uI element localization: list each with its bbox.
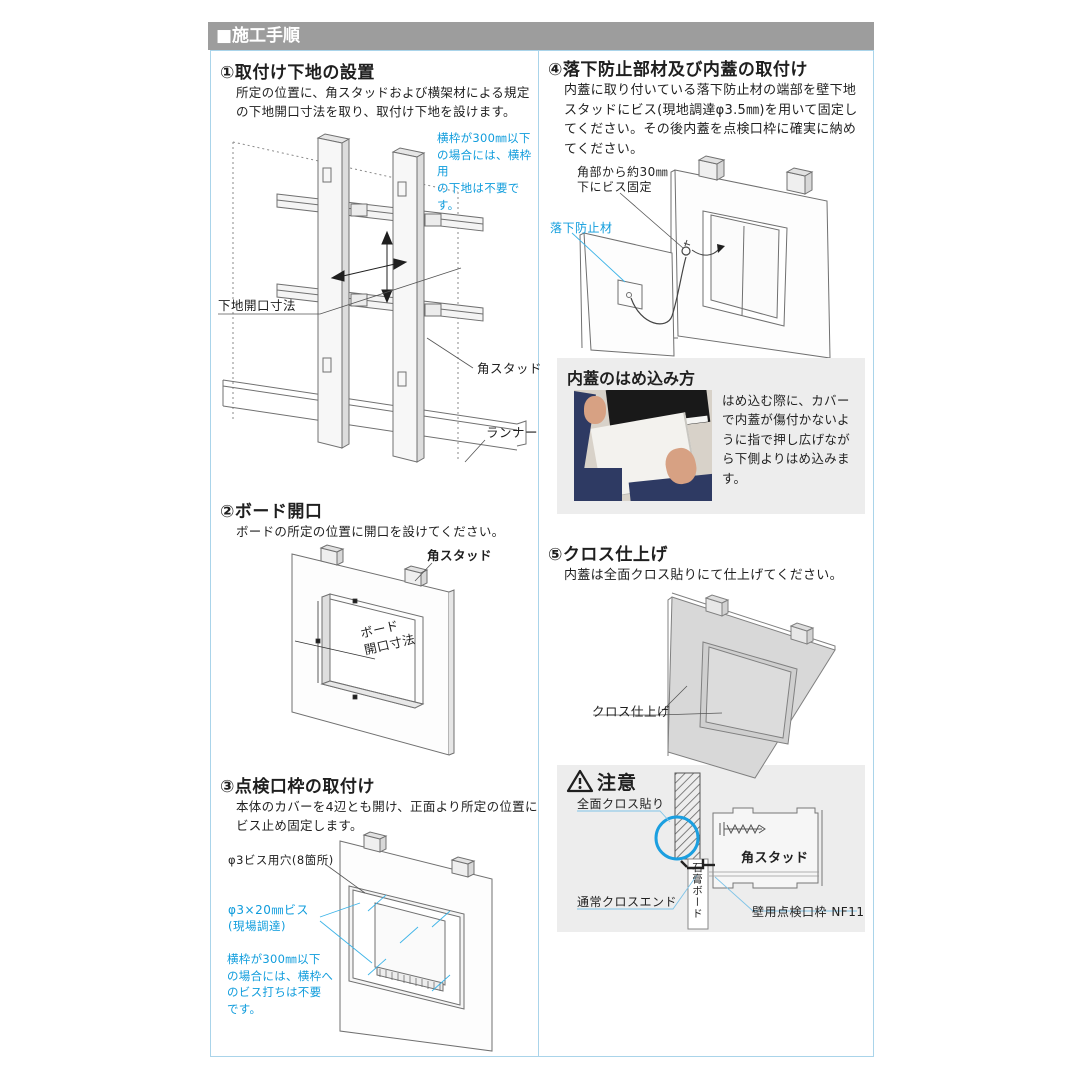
step5-body: 内蓋は全面クロス貼りにて仕上げてください。 [564, 568, 843, 583]
fitting-title: 内蓋のはめ込み方 [567, 369, 696, 388]
leader-lines [218, 267, 486, 463]
photo-bottom-arm [574, 468, 622, 501]
fall-prevention-wire [630, 239, 725, 325]
label-leaders [319, 863, 373, 964]
access-frame [348, 885, 465, 1010]
caution-label-stud: 角スタッド [741, 851, 809, 866]
step1-body: 所定の位置に、角スタッドおよび横架材による規定の下地開口寸法を取り、取付け下地を… [236, 85, 530, 119]
caution-label-full-cloth: 全面クロス貼り [577, 797, 665, 811]
label-leaders [577, 810, 857, 912]
inner-lid [579, 232, 675, 357]
step5-title: ⑤クロス仕上げ [548, 545, 668, 565]
step3-title: ③点検口枠の取付け [220, 777, 375, 797]
caution-title: 注意 [597, 772, 638, 794]
wall-opening [702, 210, 788, 327]
runner-section [709, 871, 819, 877]
runner-shape [222, 379, 527, 451]
step1-label-runner: ランナー [486, 425, 539, 440]
dimension-marks [294, 598, 376, 700]
section-header-bar: ■施工手順 [208, 22, 874, 50]
step2-body: ボードの所定の位置に開口を設けてください。 [236, 524, 505, 539]
highlight-circle [654, 815, 700, 861]
recessed-opening [699, 641, 798, 745]
step5-label-cloth: クロス仕上げ [592, 704, 671, 719]
caution-label-frame: 壁用点検口枠 NF11 [752, 905, 865, 919]
column-divider [538, 50, 539, 1057]
step4-fallprevention-diagram [571, 155, 831, 359]
step1-label-stud: 角スタッド [477, 361, 543, 376]
caution-label-cloth-end: 通常クロスエンド [577, 895, 678, 909]
label-leaders [571, 192, 684, 283]
step3-label-screw: φ3×20㎜ビス [228, 903, 309, 917]
step3-label-screw-sub: (現場調達) [228, 919, 286, 933]
step3-body: 本体のカバーを4辺とも開け、正面より所定の位置にビス止め固定します。 [236, 799, 538, 833]
step3-frame-diagram [319, 831, 493, 1052]
step3-label-holes: φ3ビス用穴(8箇所) [228, 853, 334, 867]
step4-label-fallprev: 落下防止材 [550, 221, 613, 235]
stud-profile [712, 807, 823, 889]
board-opening [320, 593, 425, 709]
caution-label-gypsum: 石膏ボード [691, 862, 703, 920]
section-header-title: ■施工手順 [216, 26, 301, 46]
square-studs [316, 133, 426, 463]
stud-leader [414, 562, 433, 582]
step1-label-opening: 下地開口寸法 [218, 298, 297, 313]
screw-position-marks [367, 894, 451, 992]
screw [719, 822, 766, 836]
step1-note: 横枠が300㎜以下 の場合には、横枠用 の下地は不要です。 [437, 131, 532, 212]
step4-body: 内蓋に取り付いている落下防止材の端部を壁下地スタッドにビス(現地調達φ3.5㎜)… [564, 83, 858, 157]
step1-substrate-diagram [218, 133, 527, 463]
frame-section [680, 859, 715, 870]
step2-title: ②ボード開口 [220, 502, 323, 522]
gypsum-board [687, 858, 709, 930]
step3-note: 横枠が300㎜以下 の場合には、横枠へ のビス打ちは不要 です。 [227, 952, 334, 1017]
step2-board-diagram [291, 544, 455, 756]
fitting-photo [574, 390, 712, 501]
step4-title: ④落下防止部材及び内蓋の取付け [548, 60, 808, 80]
step2-label-stud: 角スタッド [427, 548, 493, 563]
photo-left-hand [584, 396, 606, 424]
fitting-body: はめ込む際に、カバーで内蓋が傷付かないように指で押し広げながら下側よりはめ込みま… [722, 393, 851, 486]
step4-label-screwfix: 角部から約30㎜ 下にビス固定 [577, 165, 669, 194]
warning-triangle-icon [566, 769, 594, 793]
step5-cloth-diagram [593, 592, 836, 779]
caution-section-diagram [577, 772, 857, 930]
label-leaders [593, 685, 723, 716]
step1-title: ①取付け下地の設置 [220, 63, 375, 83]
